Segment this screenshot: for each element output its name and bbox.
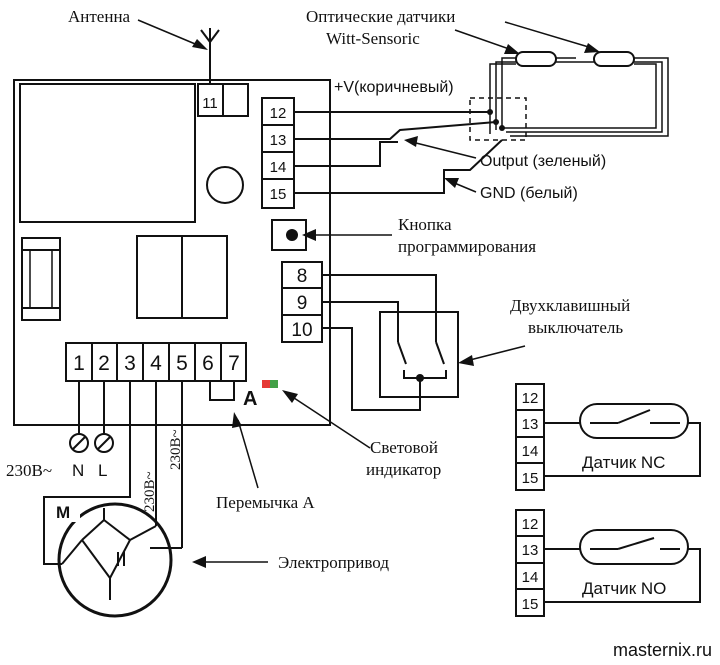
switch-terminal-block: 8 9 10	[281, 261, 323, 343]
power-terminal-l	[94, 433, 114, 453]
sensor-no	[544, 529, 701, 603]
nc-terminal-12: 12	[522, 390, 539, 407]
electric-motor	[57, 502, 182, 618]
top-terminal-15: 15	[270, 186, 287, 203]
double-switch-label-2: выключатель	[528, 318, 623, 337]
top-terminal-13: 13	[270, 132, 287, 149]
sensor-nc-terminal-block: 12 13 14 15	[515, 383, 545, 491]
bottom-terminal-3: 3	[124, 352, 136, 375]
optical-sensor-2	[593, 51, 635, 67]
line-label: L	[98, 461, 107, 480]
bottom-terminal-7: 7	[228, 352, 240, 375]
neutral-label: N	[72, 461, 84, 480]
programming-button	[271, 219, 307, 251]
no-terminal-15: 15	[522, 596, 539, 613]
bottom-terminal-5: 5	[176, 352, 188, 375]
antenna-arrow	[137, 19, 201, 47]
bottom-terminal-2: 2	[98, 352, 110, 375]
terminal-5-voltage: 230В~	[168, 429, 184, 470]
sensor-no-terminal-block: 12 13 14 15	[515, 509, 545, 617]
watermark: masternix.ru	[613, 640, 712, 660]
sensor-cables	[489, 57, 669, 137]
board-capacitor	[206, 166, 244, 204]
gnd-label: GND (белый)	[480, 185, 578, 202]
no-terminal-14: 14	[522, 569, 539, 586]
jumper-a	[209, 381, 235, 401]
sensor-no-label: Датчик NO	[582, 579, 666, 598]
no-terminal-12: 12	[522, 516, 539, 533]
led-label-1: Световой	[370, 438, 438, 457]
top-terminal-12: 12	[270, 105, 287, 122]
bottom-terminal-1: 1	[73, 352, 85, 375]
switch-terminal-10: 10	[291, 320, 312, 341]
no-terminal-13: 13	[522, 542, 539, 559]
switch-terminal-9: 9	[297, 293, 308, 314]
optical-arrow-2	[504, 21, 593, 49]
nc-terminal-13: 13	[522, 416, 539, 433]
optical-sensors-label-1: Оптические датчики	[306, 7, 455, 26]
double-switch	[322, 274, 459, 411]
jumper-letter: A	[243, 388, 257, 410]
programming-button-label-1: Кнопка	[398, 215, 452, 234]
optical-arrow-1	[454, 29, 513, 51]
antenna-icon	[200, 28, 220, 84]
power-terminal-n	[69, 433, 89, 453]
nc-terminal-14: 14	[522, 443, 539, 460]
board-fuse	[21, 237, 61, 321]
double-switch-label-1: Двухклавишный	[510, 296, 630, 315]
optical-sensors-label-2: Witt-Sensoric	[326, 29, 420, 48]
bottom-terminal-block: 1 2 3 4 5 6 7	[65, 342, 247, 382]
nc-terminal-15: 15	[522, 470, 539, 487]
motor-label: M	[56, 503, 70, 522]
sensor-nc	[544, 403, 701, 477]
terminal-4-voltage: 230В~	[142, 471, 158, 512]
drive-label: Электропривод	[278, 553, 389, 572]
top-terminal-14: 14	[270, 159, 287, 176]
led-indicator	[262, 380, 278, 388]
output-label: Output (зеленый)	[480, 153, 606, 170]
board-module	[19, 83, 196, 223]
bottom-terminal-6: 6	[202, 352, 214, 375]
led-label-2: индикатор	[366, 460, 441, 479]
sensor-junction	[469, 97, 527, 141]
optical-sensor-1	[515, 51, 557, 67]
antenna-label: Антенна	[68, 7, 131, 26]
top-terminal-block: 12 13 14 15	[261, 97, 295, 209]
programming-button-label-2: программирования	[398, 237, 536, 256]
output-arrow	[411, 141, 477, 159]
bottom-terminal-4: 4	[150, 352, 162, 375]
terminal-11: 11	[197, 83, 249, 117]
terminal-11-label: 11	[202, 95, 218, 112]
switch-terminal-8: 8	[297, 266, 308, 287]
main-voltage-label: 230В~	[6, 461, 52, 480]
plus-v-label: +V(коричневый)	[334, 79, 454, 96]
led-arrow	[287, 393, 371, 449]
jumper-arrow	[237, 419, 259, 489]
sensor-nc-label: Датчик NC	[582, 453, 665, 472]
jumper-label: Перемычка А	[216, 493, 315, 512]
